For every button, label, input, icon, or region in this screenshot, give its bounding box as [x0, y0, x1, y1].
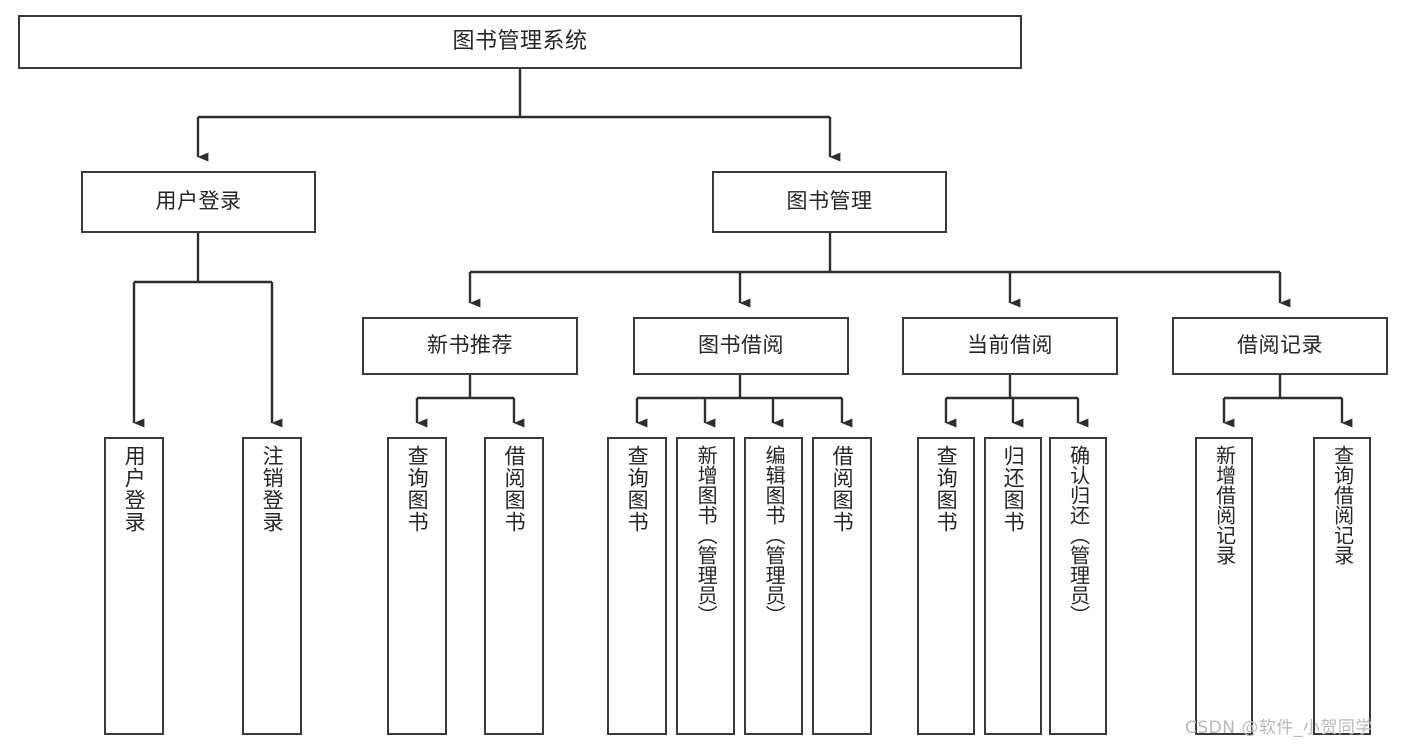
node-leaf-confirm-return-label: 确认归还（管理员） [1066, 445, 1091, 625]
node-leaf-query-book-3-label: 查询图书 [934, 445, 959, 533]
node-leaf-query-book-1[interactable]: 查询图书 [387, 437, 447, 735]
node-user-login[interactable]: 用户登录 [81, 171, 316, 233]
node-leaf-logout-login[interactable]: 注销登录 [242, 437, 302, 735]
node-leaf-query-record[interactable]: 查询借阅记录 [1313, 437, 1371, 735]
node-leaf-query-record-label: 查询借阅记录 [1330, 445, 1355, 565]
node-leaf-confirm-return[interactable]: 确认归还（管理员） [1049, 437, 1107, 735]
node-leaf-user-login[interactable]: 用户登录 [104, 437, 164, 735]
node-leaf-return-book[interactable]: 归还图书 [984, 437, 1042, 735]
node-current-borrow[interactable]: 当前借阅 [902, 317, 1118, 375]
node-leaf-borrow-book-1[interactable]: 借阅图书 [484, 437, 544, 735]
node-leaf-borrow-book-1-label: 借阅图书 [502, 445, 527, 533]
node-leaf-query-book-2[interactable]: 查询图书 [607, 437, 667, 735]
node-leaf-edit-book-label: 编辑图书（管理员） [762, 445, 787, 625]
node-leaf-borrow-book-2-label: 借阅图书 [830, 445, 855, 533]
node-leaf-add-record-label: 新增借阅记录 [1212, 445, 1237, 565]
node-leaf-return-book-label: 归还图书 [1001, 445, 1026, 533]
node-leaf-query-book-1-label: 查询图书 [405, 445, 430, 533]
node-new-book-recommend[interactable]: 新书推荐 [362, 317, 578, 375]
node-user-login-label: 用户登录 [155, 189, 242, 214]
node-book-borrow-label: 图书借阅 [698, 333, 784, 358]
node-leaf-query-book-2-label: 查询图书 [625, 445, 650, 533]
node-book-borrow[interactable]: 图书借阅 [633, 317, 849, 375]
node-new-book-recommend-label: 新书推荐 [427, 333, 513, 358]
node-borrow-record-label: 借阅记录 [1237, 333, 1323, 358]
node-leaf-borrow-book-2[interactable]: 借阅图书 [812, 437, 872, 735]
node-leaf-add-book[interactable]: 新增图书（管理员） [676, 437, 735, 735]
node-leaf-edit-book[interactable]: 编辑图书（管理员） [744, 437, 803, 735]
node-book-manage-label: 图书管理 [786, 189, 873, 214]
node-leaf-user-login-label: 用户登录 [122, 445, 147, 533]
node-borrow-record[interactable]: 借阅记录 [1172, 317, 1388, 375]
node-leaf-query-book-3[interactable]: 查询图书 [917, 437, 975, 735]
watermark-text: CSDN @软件_小贺同学 [1185, 718, 1373, 738]
node-root-system[interactable]: 图书管理系统 [18, 15, 1022, 69]
node-current-borrow-label: 当前借阅 [967, 333, 1053, 358]
node-leaf-add-record[interactable]: 新增借阅记录 [1195, 437, 1253, 735]
node-root-system-label: 图书管理系统 [452, 28, 588, 54]
node-book-manage[interactable]: 图书管理 [712, 171, 947, 233]
node-leaf-add-book-label: 新增图书（管理员） [694, 445, 719, 625]
node-leaf-logout-login-label: 注销登录 [260, 445, 285, 533]
